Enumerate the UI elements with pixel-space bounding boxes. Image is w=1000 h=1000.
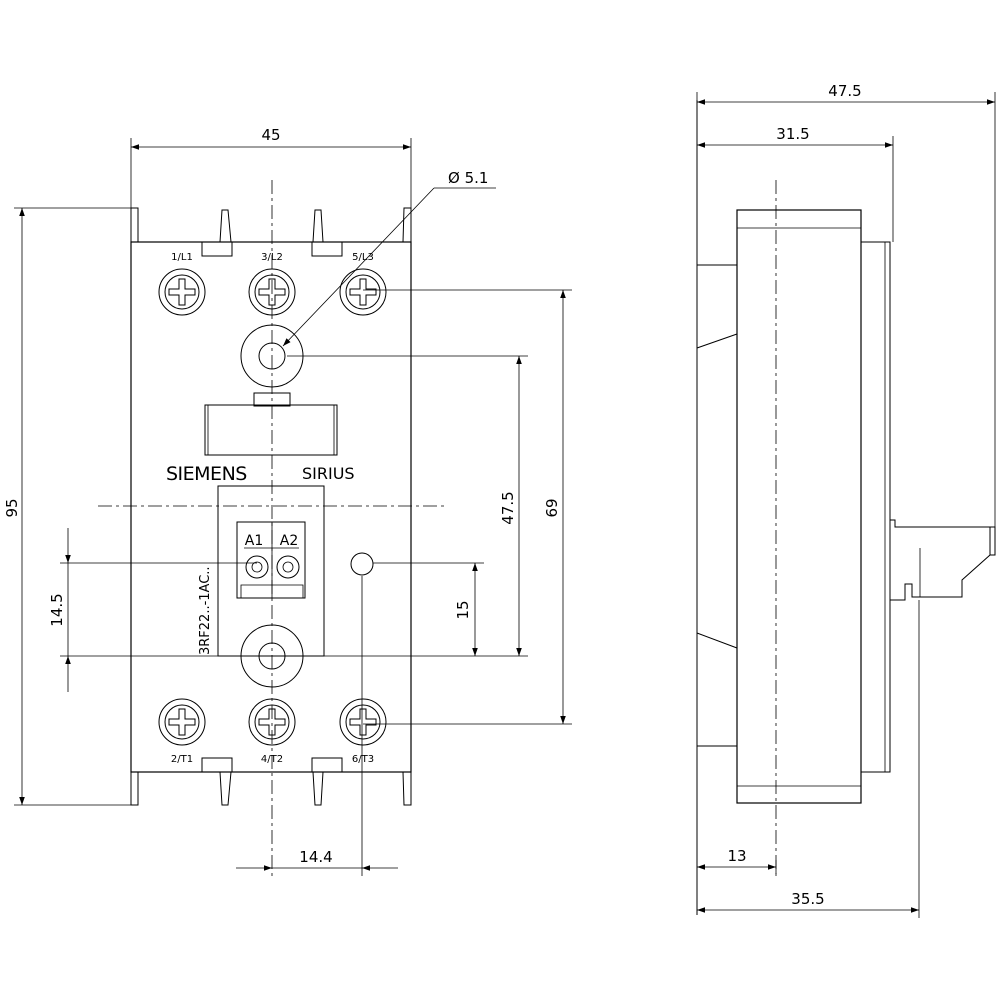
coil-terminal-A1: A1	[245, 533, 263, 549]
dimension-offset-14-5-value: 14.5	[48, 593, 66, 626]
dimension-offset-14-4-value: 14.4	[299, 848, 332, 866]
dimension-hole-spacing-value: 47.5	[499, 491, 517, 524]
dimension-offset-15	[373, 562, 484, 656]
dimension-offset-14-4	[236, 576, 398, 876]
bottom-pins	[130, 757, 412, 806]
top-pins	[130, 207, 412, 257]
dimension-hole-spacing	[287, 355, 528, 657]
dimension-offset-15-value: 15	[454, 600, 472, 619]
device-body	[130, 241, 412, 773]
control-connector	[890, 519, 996, 601]
terminal-label-2-T1: 2/T1	[171, 754, 193, 765]
terminal-label-6-T3: 6/T3	[352, 754, 374, 765]
brand-logo: SIEMENS	[166, 463, 247, 485]
product-line-label: SIRIUS	[302, 464, 355, 483]
model-label: 3RF22..-1AC..	[198, 566, 213, 655]
dimension-depth-body	[697, 136, 894, 242]
dimension-depth-35-5-value: 35.5	[791, 890, 824, 908]
dimension-terminal-spacing-value: 69	[543, 498, 561, 517]
dimension-depth	[696, 92, 996, 527]
dimension-terminal-spacing	[363, 289, 572, 725]
dimension-depth-value: 47.5	[828, 82, 861, 100]
dimension-depth-body-value: 31.5	[776, 125, 809, 143]
front-view: 1/L1 3/L2 5/L3 SIEMENS SIRIUS	[3, 126, 572, 880]
dimension-offset-13	[697, 860, 777, 874]
dimension-depth-35-5	[697, 600, 920, 918]
terminal-label-5-L3: 5/L3	[352, 252, 374, 263]
status-led	[350, 552, 374, 576]
dimension-hole-diameter	[282, 187, 496, 347]
side-body	[736, 209, 862, 804]
side-view: 47.5 31.5 13 35.5	[696, 82, 996, 918]
dimension-offset-13-value: 13	[727, 847, 746, 865]
dimension-height-value: 95	[3, 498, 21, 517]
dimension-offset-14-5	[60, 528, 257, 692]
dimension-width	[130, 138, 412, 208]
coil-terminal-A2: A2	[280, 533, 298, 549]
dimension-width-value: 45	[261, 126, 280, 144]
front-cover	[860, 241, 891, 773]
dimension-height	[14, 207, 131, 806]
dimension-hole-diameter-value: Ø 5.1	[448, 169, 488, 187]
terminal-label-1-L1: 1/L1	[171, 252, 193, 263]
